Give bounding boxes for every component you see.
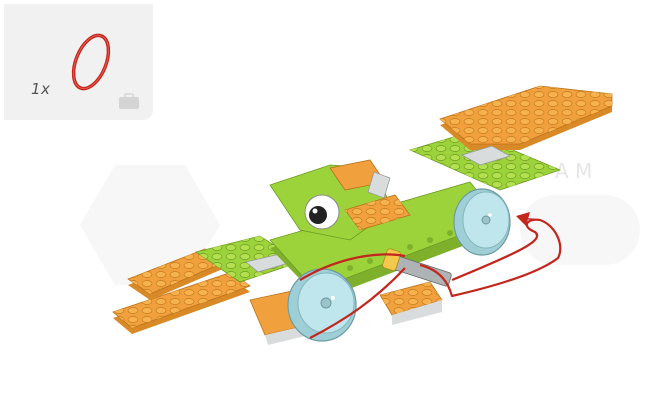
- clear-wheel-front: [288, 269, 356, 341]
- right-wing: [410, 86, 612, 190]
- clear-wheel-rear: [454, 189, 510, 255]
